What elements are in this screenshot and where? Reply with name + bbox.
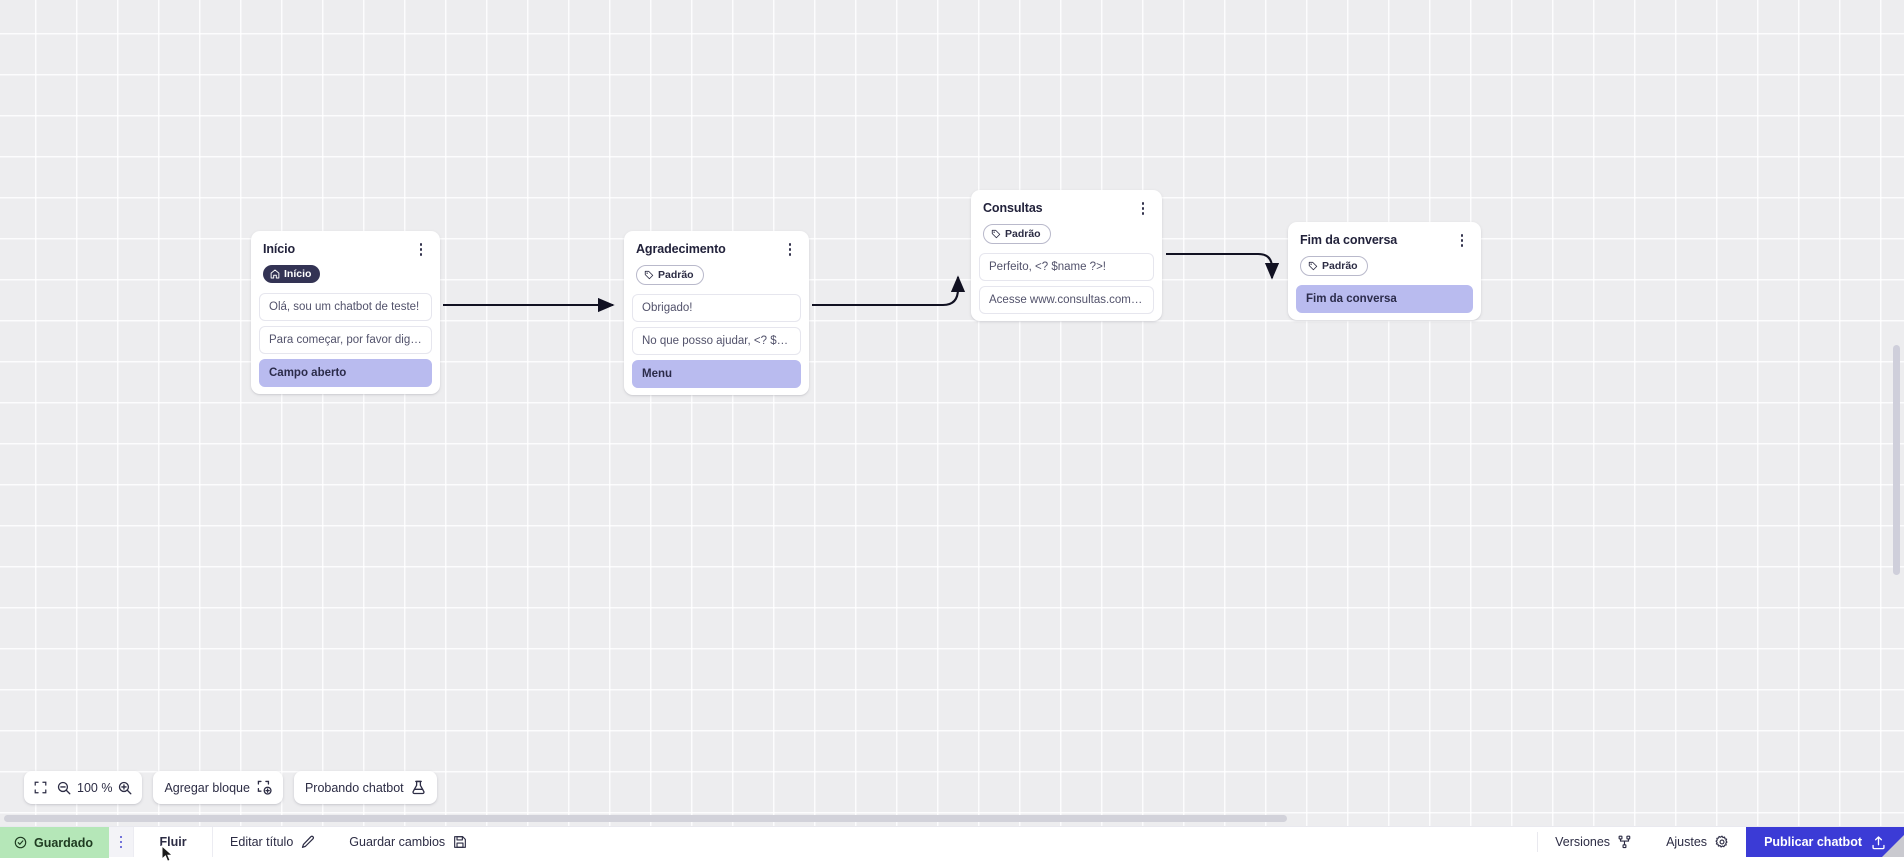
- zoom-in-button[interactable]: [114, 771, 142, 804]
- publish-label: Publicar chatbot: [1764, 835, 1862, 849]
- node-badge-default[interactable]: Padrão: [636, 265, 704, 285]
- bottombar-left: Guardado Fluir Editar título Guardar cam…: [0, 827, 484, 857]
- tag-icon: [1308, 261, 1318, 271]
- node-menu-kebab-icon[interactable]: [414, 241, 428, 258]
- node-action[interactable]: Campo aberto: [259, 359, 432, 387]
- node-action[interactable]: Fim da conversa: [1296, 285, 1473, 313]
- window-resize-grip[interactable]: [1882, 835, 1904, 857]
- node-badge-label: Início: [284, 268, 311, 280]
- node-message[interactable]: Olá, sou um chatbot de teste!: [259, 293, 432, 321]
- node-body: Olá, sou um chatbot de teste! Para começ…: [251, 293, 440, 387]
- node-badge-label: Padrão: [658, 269, 694, 281]
- home-icon: [270, 269, 280, 279]
- flow-node-fim-da-conversa[interactable]: Fim da conversa Padrão Fim da conversa: [1288, 222, 1481, 320]
- flow-node-agradecimento[interactable]: Agradecimento Padrão Obrigado! No que po…: [624, 231, 809, 395]
- node-menu-kebab-icon[interactable]: [1455, 232, 1469, 249]
- node-message[interactable]: Para começar, por favor digite o ...: [259, 326, 432, 354]
- fit-screen-button[interactable]: [24, 771, 53, 804]
- edit-title-label: Editar título: [230, 835, 293, 849]
- node-badge-start[interactable]: Início: [263, 265, 320, 283]
- node-badge-row: Padrão: [971, 217, 1162, 253]
- add-block-label: Agregar bloque: [164, 781, 249, 795]
- save-changes-label: Guardar cambios: [349, 835, 445, 849]
- node-header: Início: [251, 231, 440, 258]
- node-header: Consultas: [971, 190, 1162, 217]
- flow-canvas[interactable]: Início Início Olá, sou um chatbot de tes…: [0, 0, 1904, 826]
- edge-consultas-fim: [1166, 254, 1272, 278]
- node-header: Agradecimento: [624, 231, 809, 258]
- node-message[interactable]: No que posso ajudar, <? $name ...: [632, 327, 801, 355]
- node-badge-row: Início: [251, 258, 440, 293]
- node-title: Fim da conversa: [1300, 233, 1397, 248]
- pencil-icon: [301, 835, 315, 849]
- node-badge-label: Padrão: [1322, 260, 1358, 272]
- flask-icon: [411, 780, 426, 795]
- saved-status-badge: Guardado: [0, 827, 109, 858]
- node-title: Consultas: [983, 201, 1043, 216]
- settings-button[interactable]: Ajustes: [1649, 827, 1746, 857]
- test-chatbot-group: Probando chatbot: [294, 771, 437, 804]
- node-body: Fim da conversa: [1288, 285, 1481, 313]
- edge-agradecimento-consultas: [812, 277, 958, 305]
- node-body: Obrigado! No que posso ajudar, <? $name …: [624, 294, 809, 388]
- node-message[interactable]: Obrigado!: [632, 294, 801, 322]
- node-message[interactable]: Perfeito, <? $name ?>!: [979, 253, 1154, 281]
- zoom-level-label: 100 %: [75, 781, 114, 795]
- flow-node-inicio[interactable]: Início Início Olá, sou um chatbot de tes…: [251, 231, 440, 394]
- test-chatbot-button[interactable]: Probando chatbot: [294, 771, 437, 804]
- flow-menu-dots-icon[interactable]: [109, 827, 133, 857]
- save-changes-button[interactable]: Guardar cambios: [332, 827, 484, 857]
- node-message[interactable]: Acesse www.consultas.com par...: [979, 286, 1154, 314]
- publish-chatbot-button[interactable]: Publicar chatbot: [1746, 827, 1904, 857]
- versions-button[interactable]: Versiones: [1538, 827, 1649, 857]
- tag-icon: [991, 229, 1001, 239]
- test-chatbot-label: Probando chatbot: [305, 781, 404, 795]
- add-block-group: Agregar bloque: [153, 771, 282, 804]
- node-menu-kebab-icon[interactable]: [1136, 200, 1150, 217]
- node-header: Fim da conversa: [1288, 222, 1481, 249]
- canvas-toolbar: 100 % Agregar bloque Probando chatbot: [24, 771, 437, 804]
- save-disk-icon: [453, 835, 467, 849]
- add-block-icon: [257, 780, 272, 795]
- edge-layer: [0, 0, 1904, 826]
- gear-icon: [1715, 835, 1729, 849]
- node-title: Início: [263, 242, 295, 257]
- settings-label: Ajustes: [1666, 835, 1707, 849]
- flow-node-consultas[interactable]: Consultas Padrão Perfeito, <? $name ?>! …: [971, 190, 1162, 321]
- horizontal-scrollbar[interactable]: [4, 815, 1287, 822]
- node-menu-kebab-icon[interactable]: [783, 241, 797, 258]
- versions-label: Versiones: [1555, 835, 1610, 849]
- fit-screen-icon: [34, 781, 47, 794]
- branch-icon: [1618, 835, 1632, 849]
- tag-icon: [644, 270, 654, 280]
- bottombar-spacer: [484, 827, 1537, 857]
- saved-label: Guardado: [34, 836, 93, 850]
- bottom-status-bar: Guardado Fluir Editar título Guardar cam…: [0, 826, 1904, 857]
- node-body: Perfeito, <? $name ?>! Acesse www.consul…: [971, 253, 1162, 314]
- edit-title-button[interactable]: Editar título: [213, 827, 332, 857]
- check-circle-icon: [14, 836, 27, 849]
- node-badge-default[interactable]: Padrão: [1300, 256, 1368, 276]
- zoom-in-icon: [118, 781, 132, 795]
- node-action[interactable]: Menu: [632, 360, 801, 388]
- node-title: Agradecimento: [636, 242, 726, 257]
- add-block-button[interactable]: Agregar bloque: [153, 771, 282, 804]
- zoom-out-icon: [57, 781, 71, 795]
- zoom-out-button[interactable]: [53, 771, 75, 804]
- node-badge-row: Padrão: [1288, 249, 1481, 285]
- node-badge-row: Padrão: [624, 258, 809, 294]
- node-badge-default[interactable]: Padrão: [983, 224, 1051, 244]
- zoom-controls: 100 %: [24, 771, 142, 804]
- node-badge-label: Padrão: [1005, 228, 1041, 240]
- vertical-scrollbar[interactable]: [1893, 345, 1900, 575]
- tab-fluir[interactable]: Fluir: [133, 827, 213, 857]
